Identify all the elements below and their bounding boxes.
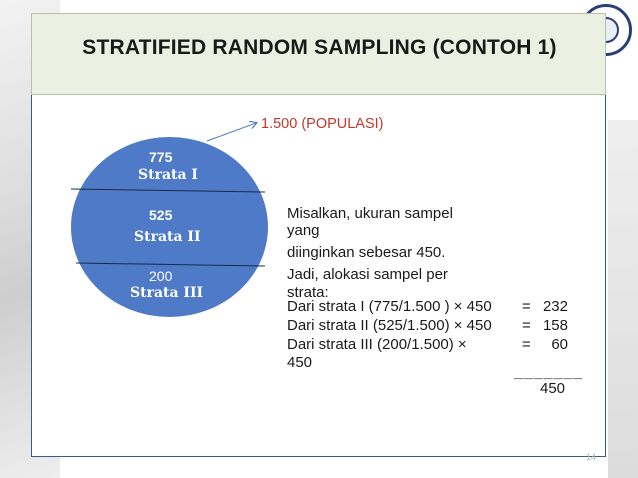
calc-row-3-equals: = — [522, 336, 531, 353]
population-ellipse — [71, 137, 268, 317]
page-number: 14 — [586, 452, 597, 462]
calc-row-1-equals: = — [522, 298, 531, 315]
background-decoration-right — [608, 120, 638, 478]
description-line-1: Misalkan, ukuran sampel — [287, 205, 453, 222]
calc-row-3: Dari strata III (200/1.500) × — [287, 336, 467, 353]
strata-1-label: Strata I — [138, 167, 198, 183]
population-label: 1.500 (POPULASI) — [261, 116, 384, 132]
calc-row-2-value: 158 — [542, 317, 568, 334]
calc-row-3-continued: 450 — [287, 354, 313, 371]
strata-2-count: 525 — [149, 207, 173, 223]
strata-2-label: Strata II — [134, 229, 201, 245]
strata-1-count: 775 — [149, 149, 173, 165]
title-header: STRATIFIED RANDOM SAMPLING (CONTOH 1) — [31, 13, 606, 95]
calc-row-1-value: 232 — [542, 298, 568, 315]
description-line-4: Jadi, alokasi sampel per — [287, 266, 448, 283]
strata-3-count: 200 — [149, 268, 173, 284]
slide-title: STRATIFIED RANDOM SAMPLING (CONTOH 1) — [82, 36, 557, 59]
sum-divider: _______ — [514, 364, 584, 381]
description-line-5: strata: — [287, 284, 329, 298]
description-line-2: yang — [287, 222, 320, 239]
description-line-3: diinginkan sebesar 450. — [287, 244, 446, 261]
calc-row-3-value: 60 — [551, 336, 568, 353]
strata-3-label: Strata III — [130, 285, 204, 301]
calc-row-2-equals: = — [522, 317, 531, 334]
sum-total: 450 — [540, 380, 566, 397]
calc-row-1: Dari strata I (775/1.500 ) × 450 — [287, 298, 492, 315]
calc-row-2: Dari strata II (525/1.500) × 450 — [287, 317, 492, 334]
